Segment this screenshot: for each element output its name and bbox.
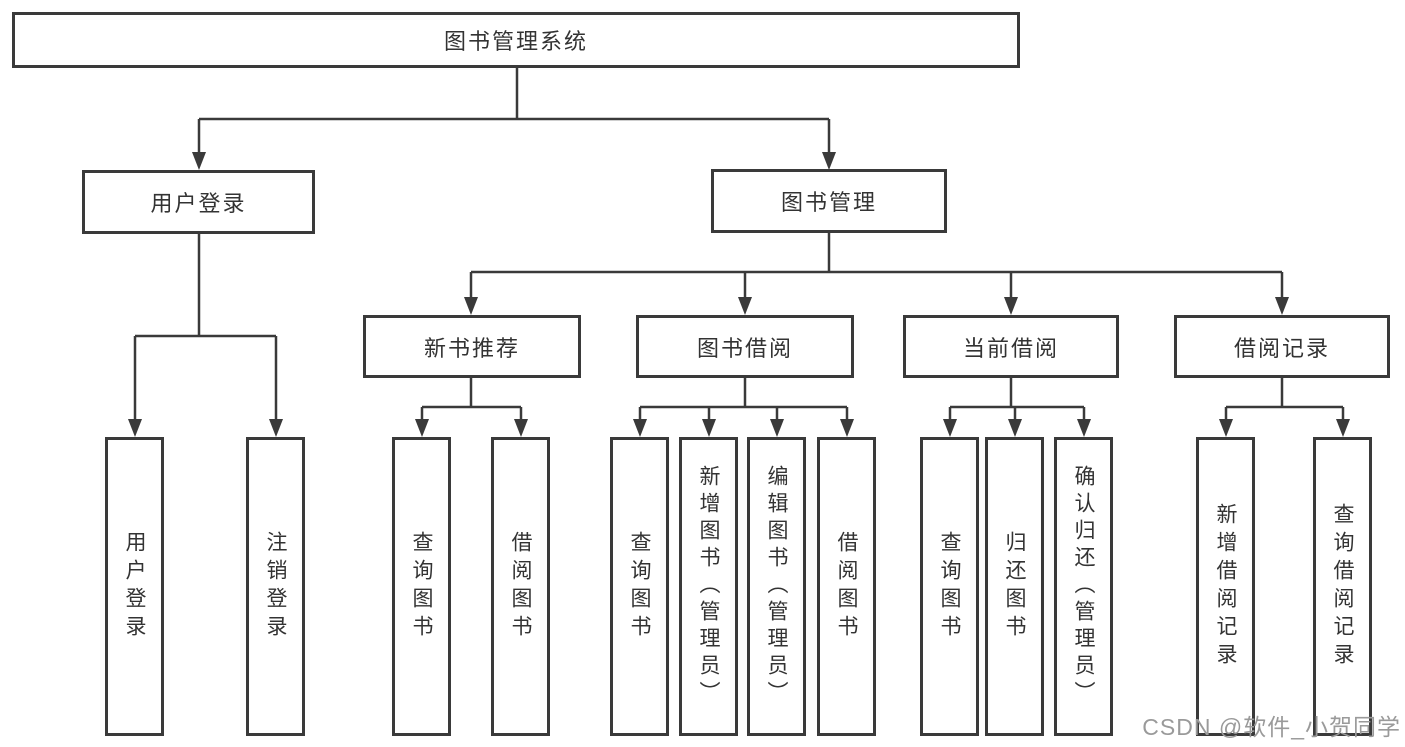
leaf-label: 归还图书	[1003, 530, 1026, 643]
node-label: 当前借阅	[962, 335, 1059, 361]
leaf-label: 编辑图书（管理员）	[765, 465, 788, 708]
leaf-label: 查询图书	[628, 530, 651, 643]
node-label: 用户登录	[150, 191, 247, 216]
leaf-label: 查询图书	[410, 530, 433, 643]
leaf-label: 用户登录	[123, 530, 146, 643]
leaf-label: 借阅图书	[835, 530, 858, 643]
leaf-label: 注销登录	[264, 530, 287, 643]
node-label: 图书管理系统	[443, 29, 588, 54]
leaf-label: 查询图书	[938, 530, 961, 643]
node-label: 借阅记录	[1233, 335, 1330, 361]
watermark: CSDN @软件_小贺同学	[1142, 714, 1401, 740]
leaf-return-books: 归还图书	[985, 437, 1044, 736]
leaf-borrow-books: 借阅图书	[817, 437, 876, 736]
leaf-label: 借阅图书	[509, 530, 532, 643]
leaf-confirm-return-admin: 确认归还（管理员）	[1054, 437, 1113, 736]
leaf-query-borrow-record: 查询借阅记录	[1313, 437, 1372, 736]
node-label: 图书管理	[780, 190, 877, 215]
node-root: 图书管理系统	[12, 12, 1020, 68]
node-user-login: 用户登录	[82, 170, 315, 234]
arrowheads	[128, 152, 1350, 437]
leaf-user-login: 用户登录	[105, 437, 164, 736]
node-borrow-records: 借阅记录	[1174, 315, 1390, 378]
leaf-logout: 注销登录	[246, 437, 305, 736]
node-label: 图书借阅	[696, 335, 793, 361]
leaf-query-books-recommend: 查询图书	[392, 437, 451, 736]
node-book-borrow: 图书借阅	[636, 315, 854, 378]
leaf-label: 确认归还（管理员）	[1072, 465, 1095, 708]
node-current-borrow: 当前借阅	[903, 315, 1119, 378]
node-book-management: 图书管理	[711, 169, 947, 233]
leaf-add-book-admin: 新增图书（管理员）	[679, 437, 738, 736]
leaf-label: 新增借阅记录	[1214, 502, 1237, 671]
leaf-edit-book-admin: 编辑图书（管理员）	[747, 437, 806, 736]
leaf-label: 新增图书（管理员）	[697, 465, 720, 708]
leaf-add-borrow-record: 新增借阅记录	[1196, 437, 1255, 736]
node-new-book-recommend: 新书推荐	[363, 315, 581, 378]
leaf-query-books-borrow: 查询图书	[610, 437, 669, 736]
leaf-label: 查询借阅记录	[1331, 502, 1354, 671]
leaf-query-books-current: 查询图书	[920, 437, 979, 736]
leaf-borrow-books-recommend: 借阅图书	[491, 437, 550, 736]
node-label: 新书推荐	[423, 335, 520, 361]
